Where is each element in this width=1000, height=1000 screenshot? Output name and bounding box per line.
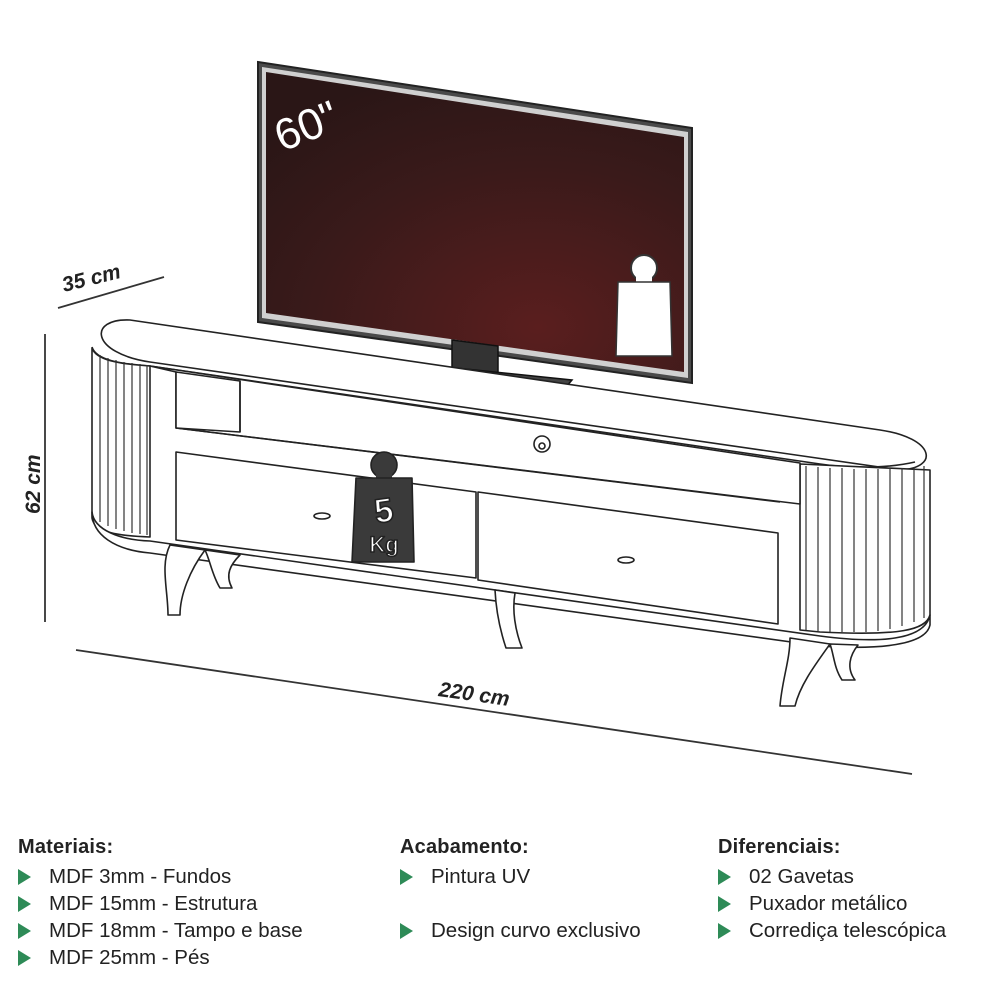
tv-weight-tag: 30 Kg <box>615 254 673 357</box>
left-fluting <box>99 355 148 535</box>
list-item: MDF 15mm - Estrutura <box>18 890 303 917</box>
bullet-triangle-icon <box>18 868 31 885</box>
diferenciais-section: Diferenciais: 02 Gavetas Puxador metálic… <box>718 836 946 944</box>
tv-rack: 5 Kg <box>91 319 931 707</box>
materiais-section: Materiais: MDF 3mm - Fundos MDF 15mm - E… <box>18 836 303 971</box>
bullet-triangle-icon <box>718 868 731 885</box>
niche-back <box>175 371 241 433</box>
leg-front-right <box>779 637 831 707</box>
materiais-list: MDF 3mm - Fundos MDF 15mm - Estrutura MD… <box>18 863 303 971</box>
acabamento-section: Acabamento: Pintura UV Design curvo excl… <box>400 836 641 944</box>
list-item: Puxador metálico <box>718 890 946 917</box>
depth-dimension-line <box>57 276 165 309</box>
acabamento-list: Pintura UV Design curvo exclusivo <box>400 863 641 944</box>
list-item: MDF 3mm - Fundos <box>18 863 303 890</box>
tv: 60" 30 Kg <box>257 60 693 395</box>
leg-front-left <box>164 544 206 616</box>
height-label: 62 cm <box>22 454 45 514</box>
list-item: Corrediça telescópica <box>718 917 946 944</box>
leg-front-right-back <box>829 643 859 681</box>
shelf-weight-tag: 5 Kg <box>351 451 415 563</box>
drawer-right-handle <box>617 556 635 564</box>
right-fluting <box>805 466 925 632</box>
materiais-title: Materiais: <box>18 836 114 858</box>
leg-front-left-back <box>204 549 241 589</box>
leg-middle <box>494 589 523 649</box>
list-item: MDF 25mm - Pés <box>18 944 303 971</box>
bullet-triangle-icon <box>718 895 731 912</box>
bullet-triangle-icon <box>718 922 731 939</box>
bullet-triangle-icon <box>18 949 31 966</box>
bullet-triangle-icon <box>400 868 413 885</box>
shelf-weight-unit: Kg <box>369 532 398 557</box>
drawer-left-handle <box>313 512 331 520</box>
tv-weight-value: 30 <box>625 287 663 325</box>
list-item: Pintura UV <box>400 863 641 890</box>
rack-base <box>91 511 931 649</box>
bullet-triangle-icon <box>18 922 31 939</box>
list-item: MDF 18mm - Tampo e base <box>18 917 303 944</box>
acabamento-title: Acabamento: <box>400 836 529 858</box>
rack-left-end <box>91 347 151 538</box>
width-dimension-line <box>75 649 913 775</box>
list-item: Design curvo exclusivo <box>400 917 641 944</box>
tv-screen <box>266 72 684 372</box>
tv-weight-unit: Kg <box>629 328 658 353</box>
list-item: 02 Gavetas <box>718 863 946 890</box>
diferenciais-list: 02 Gavetas Puxador metálico Corrediça te… <box>718 863 946 944</box>
dimension-lines <box>44 276 913 775</box>
diferenciais-title: Diferenciais: <box>718 836 841 858</box>
bullet-triangle-icon <box>18 895 31 912</box>
bullet-triangle-icon <box>400 922 413 939</box>
rack-right-end <box>799 463 931 634</box>
product-dimension-drawing: 60" 30 Kg <box>22 60 931 775</box>
